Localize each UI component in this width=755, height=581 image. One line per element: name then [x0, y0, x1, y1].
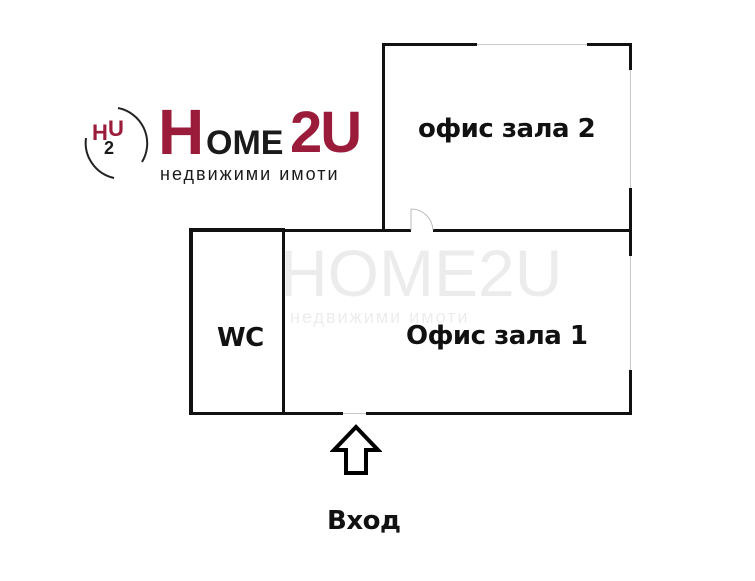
bottom-wall-right [366, 412, 632, 415]
logo-brand-ome: OME [206, 124, 284, 162]
logo-badge-h: H [92, 120, 108, 145]
wc-wall-right [282, 229, 285, 414]
logo-badge-u: U [108, 116, 124, 141]
office1-wall-right-top [629, 229, 632, 256]
logo-brand-2u: 2U [290, 100, 362, 165]
entrance-door [343, 413, 366, 414]
entrance-label: Вход [327, 506, 401, 536]
office1-wall-right-bottom [629, 370, 632, 415]
logo-badge-2: 2 [104, 138, 115, 158]
wc-wall-top [189, 228, 285, 232]
shared-wall-right [433, 229, 632, 232]
shared-wall-left [283, 229, 411, 232]
office2-wall-left [382, 43, 385, 231]
watermark-tagline: недвижими имоти [290, 307, 470, 327]
watermark: HOME2U недвижими имоти [200, 235, 580, 330]
room-label-office2: офис зала 2 [418, 114, 596, 144]
door-arc-icon [410, 208, 434, 231]
office1-window-right [630, 256, 631, 370]
logo-tagline: недвижими имоти [160, 164, 340, 184]
office2-window-right [630, 70, 631, 188]
bottom-wall-left [189, 412, 343, 415]
room-label-wc: WC [217, 323, 264, 353]
office2-wall-top-right [587, 43, 632, 46]
company-logo: H U 2 H OME 2U недвижими имоти [78, 100, 378, 190]
office2-wall-top-left [383, 43, 477, 46]
arrow-up-icon [330, 424, 382, 475]
office2-window-top [477, 44, 587, 45]
room-label-office1: Офис зала 1 [406, 321, 588, 351]
watermark-brand: HOME2U [280, 236, 563, 310]
logo-brand-h: H [158, 96, 205, 168]
logo-badge-arcs-icon [84, 107, 149, 179]
wc-wall-left [189, 228, 193, 415]
office2-wall-right-top [629, 43, 632, 70]
office2-wall-right-bottom [629, 188, 632, 232]
